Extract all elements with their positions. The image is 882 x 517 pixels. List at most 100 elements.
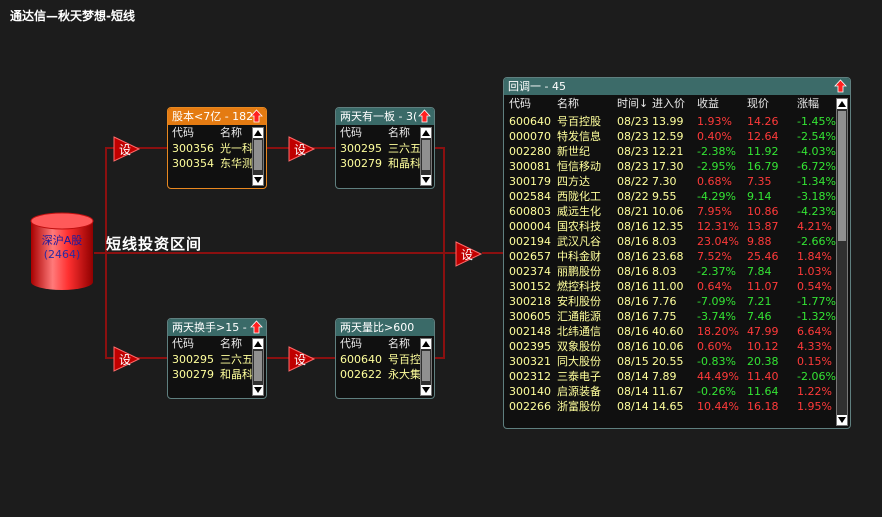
arrow-up-icon[interactable]: [250, 109, 263, 123]
node-scrollbar[interactable]: [252, 338, 264, 396]
set-button-1[interactable]: 设: [113, 136, 141, 162]
node-scrollbar[interactable]: [252, 127, 264, 186]
stock-code: 002584: [509, 190, 551, 203]
col-change[interactable]: 涨幅: [797, 97, 819, 110]
scroll-thumb[interactable]: [254, 351, 262, 381]
scroll-down-icon[interactable]: [421, 385, 431, 395]
scroll-up-icon[interactable]: [421, 128, 431, 138]
node-scrollbar[interactable]: [420, 338, 432, 396]
col-gain[interactable]: 收益: [697, 97, 719, 110]
entry-time: 08/23: [617, 145, 649, 158]
node-title: 股本<7亿 - 182: [172, 110, 254, 123]
stock-name: 四方达: [557, 175, 590, 188]
arrow-up-icon[interactable]: [418, 109, 431, 123]
panel-header[interactable]: 回调一 - 45: [504, 78, 850, 95]
scroll-down-icon[interactable]: [837, 415, 847, 425]
node-columns: 代码 名称: [336, 125, 434, 141]
entry-price: 23.68: [652, 250, 684, 263]
stock-code: 300279: [340, 157, 382, 170]
scroll-thumb[interactable]: [838, 111, 846, 241]
node-header[interactable]: 股本<7亿 - 182: [168, 108, 266, 125]
stock-name: 三六五: [388, 142, 421, 155]
gain-value: -2.37%: [697, 265, 736, 278]
panel-scrollbar[interactable]: [836, 98, 848, 426]
set-button-4[interactable]: 设: [288, 346, 316, 372]
source-database-icon[interactable]: [30, 212, 94, 292]
list-item[interactable]: 300279 和晶科: [336, 156, 434, 171]
col-current[interactable]: 现价: [747, 97, 769, 110]
scroll-up-icon[interactable]: [253, 339, 263, 349]
scroll-down-icon[interactable]: [421, 175, 431, 185]
node-scrollbar[interactable]: [420, 127, 432, 186]
col-entry-price[interactable]: 进入价: [652, 97, 685, 110]
stock-name: 恒信移动: [557, 160, 601, 173]
scroll-down-icon[interactable]: [253, 385, 263, 395]
current-price: 14.26: [747, 115, 779, 128]
entry-price: 20.55: [652, 355, 684, 368]
triangle-icon: [113, 136, 141, 162]
node-header[interactable]: 两天量比>600: [336, 319, 434, 336]
gain-value: -2.38%: [697, 145, 736, 158]
stock-name: 西陇化工: [557, 190, 601, 203]
scroll-up-icon[interactable]: [837, 99, 847, 109]
col-time[interactable]: 时间↓: [617, 97, 649, 110]
scroll-up-icon[interactable]: [253, 128, 263, 138]
scroll-thumb[interactable]: [422, 140, 430, 170]
set-button-3[interactable]: 设: [288, 136, 316, 162]
scroll-thumb[interactable]: [422, 351, 430, 381]
col-name[interactable]: 名称: [557, 97, 579, 110]
gain-value: 10.44%: [697, 400, 739, 413]
scroll-up-icon[interactable]: [421, 339, 431, 349]
stock-name: 和晶科: [388, 157, 421, 170]
gain-value: 0.64%: [697, 280, 732, 293]
scroll-thumb[interactable]: [254, 140, 262, 170]
stock-name: 永大集: [388, 368, 421, 381]
arrow-up-icon[interactable]: [250, 320, 263, 334]
node-header[interactable]: 两天有一板 - 3(: [336, 108, 434, 125]
stock-code: 300356: [172, 142, 214, 155]
stock-name: 双象股份: [557, 340, 601, 353]
arrow-up-icon[interactable]: [834, 79, 847, 93]
col-name: 名称: [220, 337, 242, 350]
set-button-2[interactable]: 设: [113, 346, 141, 372]
scroll-down-icon[interactable]: [253, 175, 263, 185]
col-code[interactable]: 代码: [509, 97, 531, 110]
node-header[interactable]: 两天换手>15 -: [168, 319, 266, 336]
set-label: 设: [118, 143, 131, 157]
stock-name: 国农科技: [557, 220, 601, 233]
set-button-5[interactable]: 设: [455, 241, 483, 267]
gain-value: -7.09%: [697, 295, 736, 308]
